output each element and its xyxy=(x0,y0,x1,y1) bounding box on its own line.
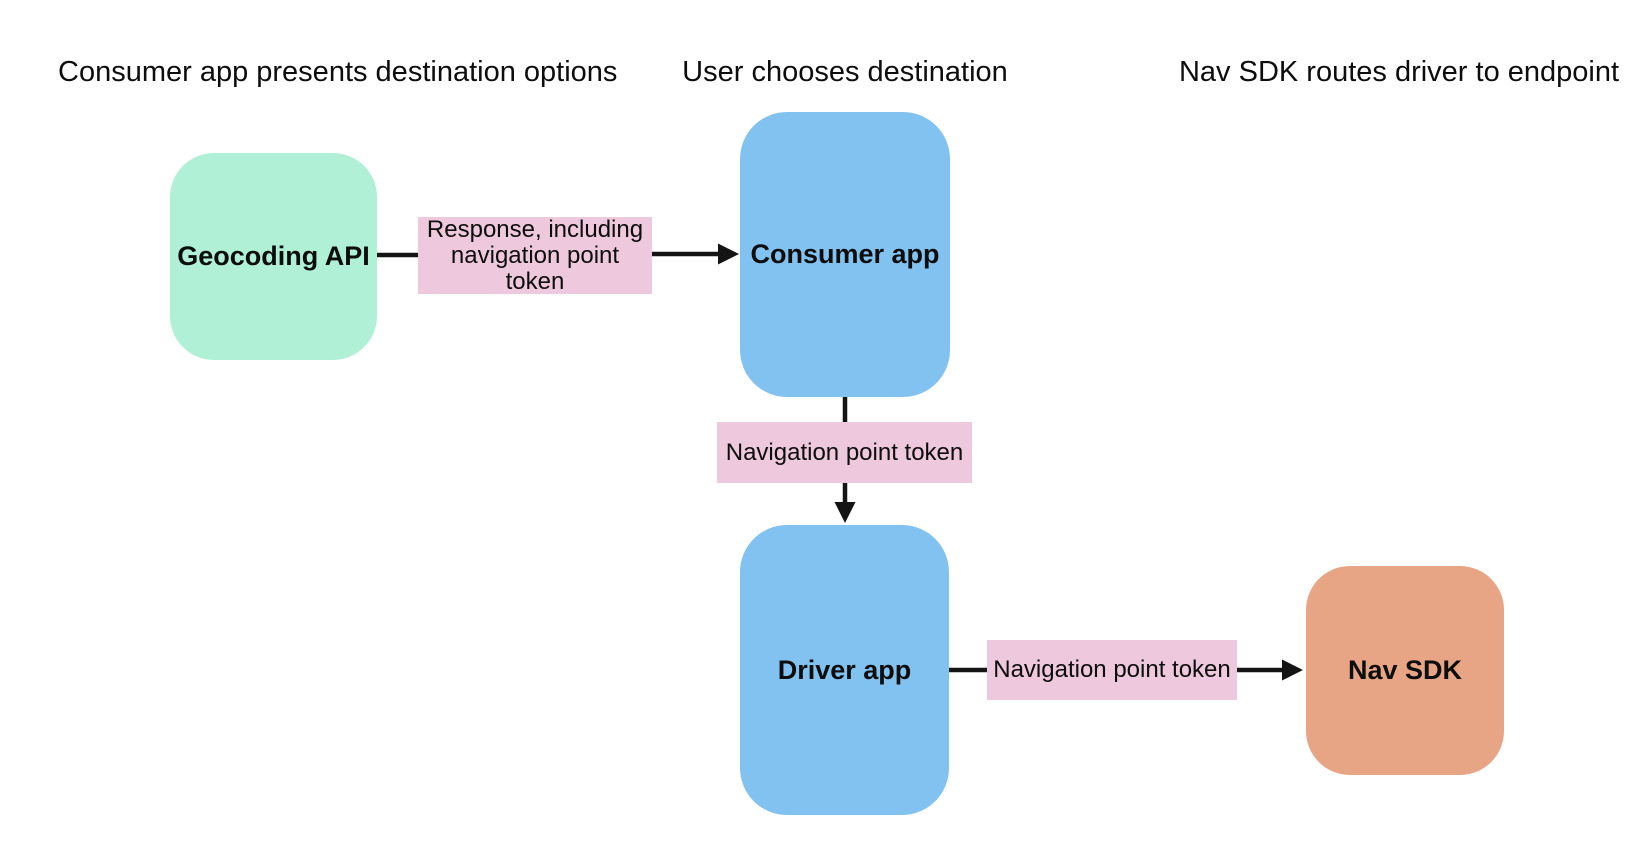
arrowhead-into-consumer-app-icon xyxy=(718,243,739,265)
edge-label-token-consumer-driver: Navigation point token xyxy=(717,422,972,483)
node-consumer-app-label: Consumer app xyxy=(750,239,940,269)
edge-label-token-consumer-driver-text: Navigation point token xyxy=(725,438,964,466)
node-geocoding-api-label: Geocoding API xyxy=(177,241,370,271)
edge-label-token-driver-navsdk-text: Navigation point token xyxy=(993,656,1231,683)
column-header-user-chooses: User chooses destination xyxy=(682,56,1008,88)
node-geocoding-api: Geocoding API xyxy=(170,153,377,360)
arrowhead-into-nav-sdk-icon xyxy=(1282,659,1303,681)
node-consumer-app: Consumer app xyxy=(740,112,950,397)
node-driver-app-label: Driver app xyxy=(777,654,912,685)
node-nav-sdk-label: Nav SDK xyxy=(1347,655,1463,685)
arrowhead-into-driver-app-icon xyxy=(834,502,856,523)
edge-label-token-driver-navsdk: Navigation point token xyxy=(987,640,1237,700)
edge-label-response: Response, including navigation point tok… xyxy=(418,215,652,295)
column-header-navsdk-routes: Nav SDK routes driver to endpoint xyxy=(1178,56,1620,88)
node-nav-sdk: Nav SDK xyxy=(1306,566,1504,775)
edge-label-response-text: Response, including navigation point tok… xyxy=(426,215,644,295)
column-header-consumer-presents: Consumer app presents destination option… xyxy=(58,56,618,88)
node-driver-app: Driver app xyxy=(740,525,949,815)
